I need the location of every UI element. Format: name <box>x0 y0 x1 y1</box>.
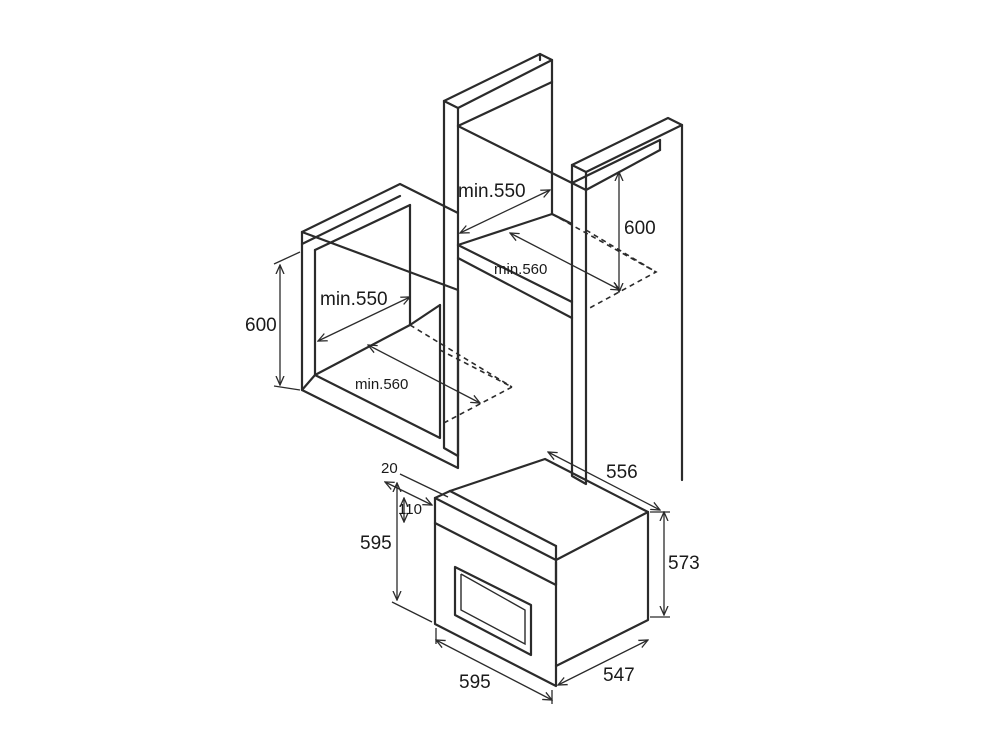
label-right-width: min.560 <box>494 261 547 278</box>
label-oven-depth-top: 556 <box>606 462 638 483</box>
label-oven-height: 573 <box>668 553 700 574</box>
label-right-height: 600 <box>624 218 656 239</box>
label-left-width: min.560 <box>355 376 408 393</box>
label-oven-front-width: 595 <box>459 672 491 693</box>
label-oven-front-height: 595 <box>360 533 392 554</box>
oven <box>433 457 650 688</box>
label-oven-gap: 20 <box>381 460 398 477</box>
label-oven-depth-bottom: 547 <box>603 665 635 686</box>
label-right-depth: min.550 <box>458 181 526 202</box>
label-left-depth: min.550 <box>320 289 388 310</box>
tall-cabinet <box>442 52 684 486</box>
dimension-lines <box>273 172 670 704</box>
label-left-height: 600 <box>245 315 277 336</box>
label-oven-panel: 110 <box>398 501 422 518</box>
left-cabinet <box>300 182 514 470</box>
